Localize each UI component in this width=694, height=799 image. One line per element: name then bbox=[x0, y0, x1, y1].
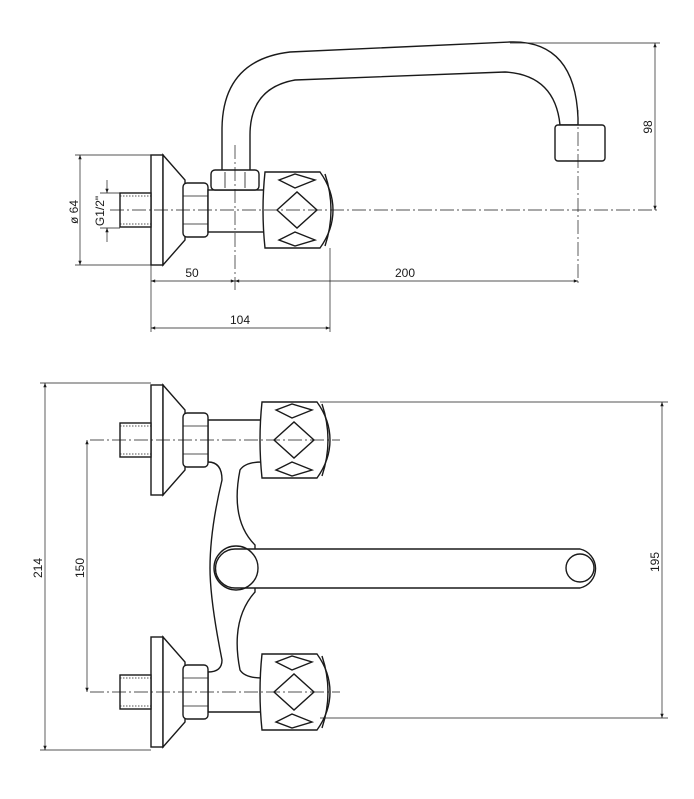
dim-wall-to-axis: 50 bbox=[185, 266, 199, 280]
dim-inlet-spacing: 150 bbox=[73, 558, 87, 578]
dim-handle-span: 195 bbox=[648, 552, 662, 572]
dim-thread: G1/2" bbox=[93, 196, 107, 226]
dim-wall-to-handle: 104 bbox=[230, 313, 250, 327]
dim-overall-height: 214 bbox=[31, 558, 45, 578]
valve-body bbox=[207, 189, 266, 233]
spout-tube bbox=[214, 548, 597, 589]
side-view: ø 64 G1/2" 98 50 200 104 bbox=[67, 41, 660, 332]
dim-spout-height: 98 bbox=[641, 120, 655, 134]
top-view: 214 150 195 bbox=[31, 382, 668, 751]
dim-plate-diameter: ø 64 bbox=[67, 200, 81, 224]
dim-spout-reach: 200 bbox=[395, 266, 415, 280]
spout-outlet bbox=[554, 124, 606, 162]
spout-pipe bbox=[221, 41, 579, 173]
